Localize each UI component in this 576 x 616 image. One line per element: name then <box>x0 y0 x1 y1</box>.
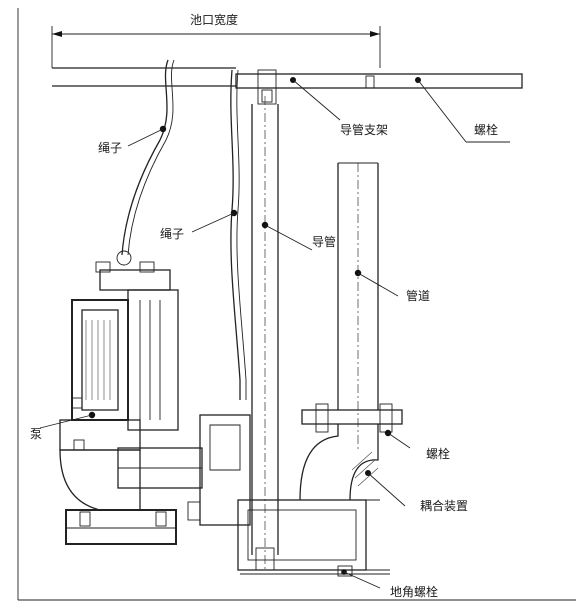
guide-bracket <box>235 69 523 105</box>
pipe-flange-elbow <box>280 403 403 501</box>
pump-body <box>59 250 179 545</box>
anchor-bolt-label: 地角螺栓 <box>390 584 438 599</box>
bolt-right-label: 螺栓 <box>426 446 450 461</box>
pipeline-label: 管道 <box>406 288 430 303</box>
rope-left <box>121 59 175 256</box>
guide-pipe <box>251 96 279 570</box>
rope-left-label: 绳子 <box>98 141 122 155</box>
coupling-device-label: 耦合装置 <box>420 498 468 513</box>
pool-width-dimension: 池口宽度 <box>51 12 381 68</box>
leader-lines <box>39 79 510 589</box>
pump-discharge <box>117 414 251 526</box>
coupling-base <box>237 499 390 577</box>
pool-width-label: 池口宽度 <box>190 12 238 27</box>
rope-middle <box>230 69 247 400</box>
pump-label: 泵 <box>30 427 42 441</box>
pipeline <box>337 162 379 450</box>
pool-top-slab <box>52 67 236 87</box>
guide-bracket-label: 导管支架 <box>340 122 388 137</box>
bolt-top-label: 螺栓 <box>474 122 498 137</box>
guide-pipe-label: 导管 <box>312 234 336 249</box>
rope-mid-label: 绳子 <box>160 227 184 241</box>
